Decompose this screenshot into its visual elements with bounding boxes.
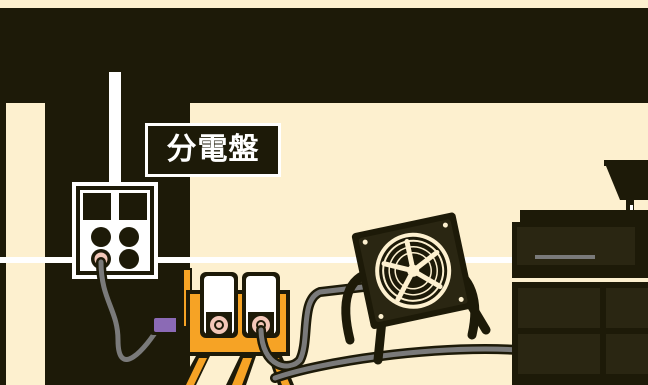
top-strip (0, 0, 648, 10)
left-edge (0, 98, 6, 385)
power-cable (98, 259, 173, 362)
distribution-panel-label: 分電盤 (145, 123, 281, 177)
floor-line (0, 257, 648, 263)
fan-heater-icon (341, 212, 491, 365)
heater-cable (258, 283, 375, 369)
industrial-machine-icon (512, 160, 648, 385)
ceiling-beam (0, 8, 648, 103)
distribution-panel-icon (72, 68, 158, 279)
